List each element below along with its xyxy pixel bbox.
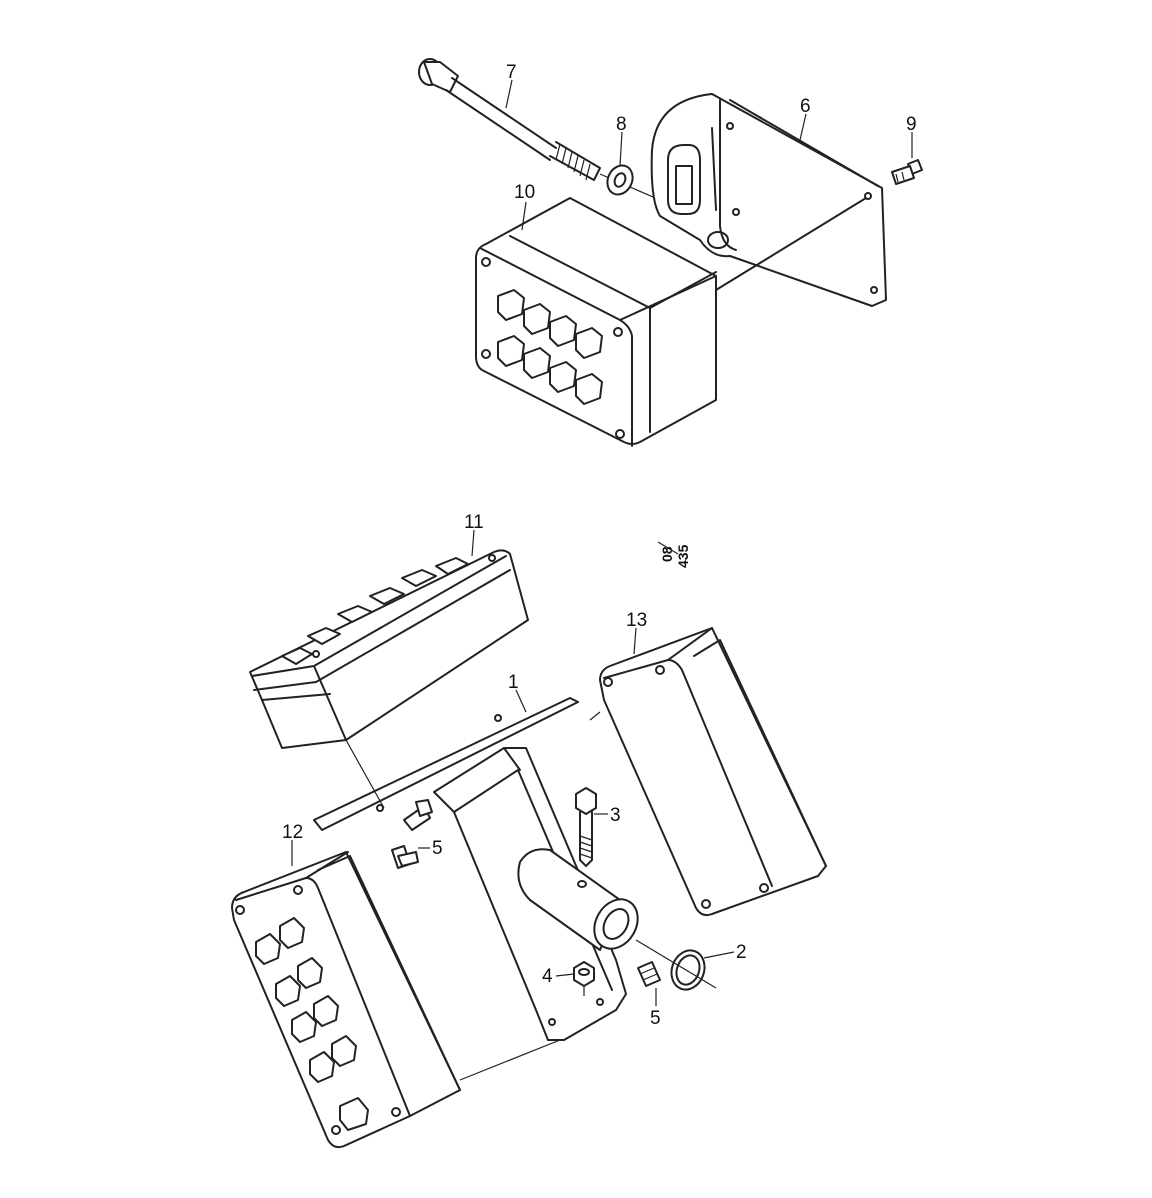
box-part-11	[249, 549, 529, 749]
screw-part-5-c	[637, 961, 661, 987]
buttons-part-10	[497, 289, 603, 405]
callout-labels: 7 8 6 9 10 11 1 13 12 3 2 4 5 5	[282, 62, 917, 1029]
callout-11: 11	[464, 512, 484, 533]
bolt-part-7	[418, 58, 661, 201]
callout-9: 9	[906, 114, 917, 135]
callout-10: 10	[514, 182, 535, 203]
drawing-code-top: 08	[659, 546, 675, 562]
drawing-code: 08 435	[657, 541, 691, 568]
box-part-12	[231, 851, 561, 1149]
callout-3: 3	[610, 805, 621, 826]
callout-13: 13	[626, 610, 647, 631]
callout-4: 4	[542, 966, 553, 987]
bracket-part-6	[650, 93, 887, 307]
screw-part-5-b	[391, 845, 419, 869]
ring-part-2	[670, 949, 706, 991]
callout-6: 6	[800, 96, 811, 117]
plate-part-1	[313, 697, 579, 831]
callout-7: 7	[506, 62, 517, 83]
screw-part-9	[891, 159, 923, 185]
callout-1: 1	[508, 672, 519, 693]
screw-part-5-a	[403, 799, 433, 831]
nut-part-4	[573, 961, 595, 996]
bolt-part-3	[575, 787, 597, 867]
button-box-part-10	[475, 197, 867, 447]
callout-5-lower: 5	[650, 1008, 661, 1029]
washer-part-8	[606, 164, 634, 196]
tube	[517, 848, 717, 989]
box-part-13	[589, 627, 827, 917]
drawing-code-bottom: 435	[675, 544, 691, 568]
callout-5-upper: 5	[432, 838, 443, 859]
callout-2: 2	[736, 942, 747, 963]
leader-lines	[291, 79, 913, 1006]
callout-12: 12	[282, 822, 303, 843]
callout-8: 8	[616, 114, 627, 135]
